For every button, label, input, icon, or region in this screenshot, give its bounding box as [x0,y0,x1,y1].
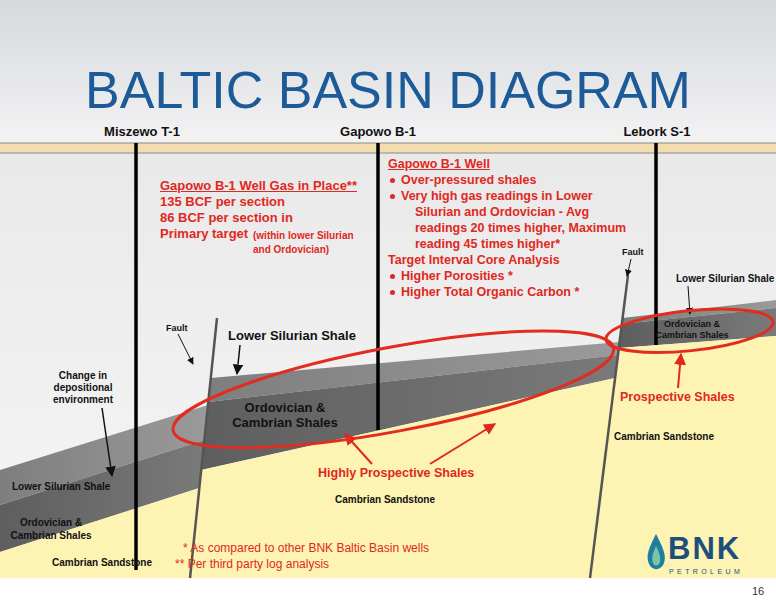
leader-arrow [178,334,193,364]
well-name: Miszewo T-1 [82,124,202,140]
leader-arrow [678,354,681,388]
logo-text: BNK [668,532,741,566]
info-heading: Gapowo B-1 Well Gas in Place** [160,178,357,194]
leader-arrow [430,424,495,464]
layer-label: Ordovician & Cambrian Shales [8,516,94,542]
fault-label: Fault [166,323,188,334]
callout-text: Change in depositional environment [47,370,119,406]
layer-label: Lower Silurian Shale [12,480,110,493]
bullet-item: Over-pressured shales [401,172,537,188]
fault-label: Fault [622,247,644,258]
ellipse-outline [604,302,775,359]
info-text: 135 BCF per section [160,194,285,210]
callout-text: Prospective Shales [620,389,735,405]
sandstone-layer [0,488,199,578]
prospect-ellipse: Ordovician & Cambrian Shales [170,328,617,451]
leader-arrow [627,259,631,276]
well-line [134,143,138,570]
bullet-item: Very high gas readings in Lower Silurian… [401,188,633,252]
page-number: 16 [752,584,764,598]
band-edge [0,143,776,144]
logo-text: PETROLEUM [669,567,743,576]
header-background [0,0,776,143]
footer-strip [0,578,776,600]
surface-band [0,143,776,153]
logo-drop [652,546,660,566]
info-heading: Target Interval Core Analysis [388,252,560,268]
band-edge [0,153,776,154]
bullet-item: Higher Porosities * [401,268,513,284]
bullet-dot [390,178,395,183]
layer-label: Lower Silurian Shale [228,328,356,344]
leader-arrow [102,408,112,476]
layer-label: Cambrian Sandstone [614,430,714,443]
prospect-ellipse: Ordovician & Cambrian Shales [603,306,776,355]
ellipse-outline [170,328,617,451]
bullet-dot [390,194,395,199]
well-name: Gapowo B-1 [318,124,438,140]
layer-label: Cambrian Sandstone [335,493,435,506]
footnote: * As compared to other BNK Baltic Basin … [183,541,429,556]
info-heading: Gapowo B-1 Well [388,156,490,172]
info-note: (within lower Silurian and Ordovician) [253,229,368,257]
fault-line [190,318,217,578]
bullet-dot [390,274,395,279]
diagram-title: BALTIC BASIN DIAGRAM [0,64,776,116]
footnote: ** Per third party log analysis [175,557,329,572]
bullet-dot [390,290,395,295]
ellipse-outline [165,307,621,472]
bullet-item: Higher Total Organic Carbon * [401,284,579,300]
layer-label: Lower Silurian Shale [676,272,774,285]
sandstone-layer [590,336,776,578]
layer-label: Cambrian Sandstone [52,556,152,569]
well-name: Lebork S-1 [597,124,717,140]
callout-text: Highly Prospective Shales [318,465,474,481]
fault-line [590,275,628,578]
leader-arrow [237,345,240,374]
layer-label: Ordovician & Cambrian Shales [230,400,340,430]
logo-drop [648,534,665,569]
well-line [376,143,380,430]
section-background [0,153,776,578]
layer-label: Ordovician & Cambrian Shales [654,319,730,341]
